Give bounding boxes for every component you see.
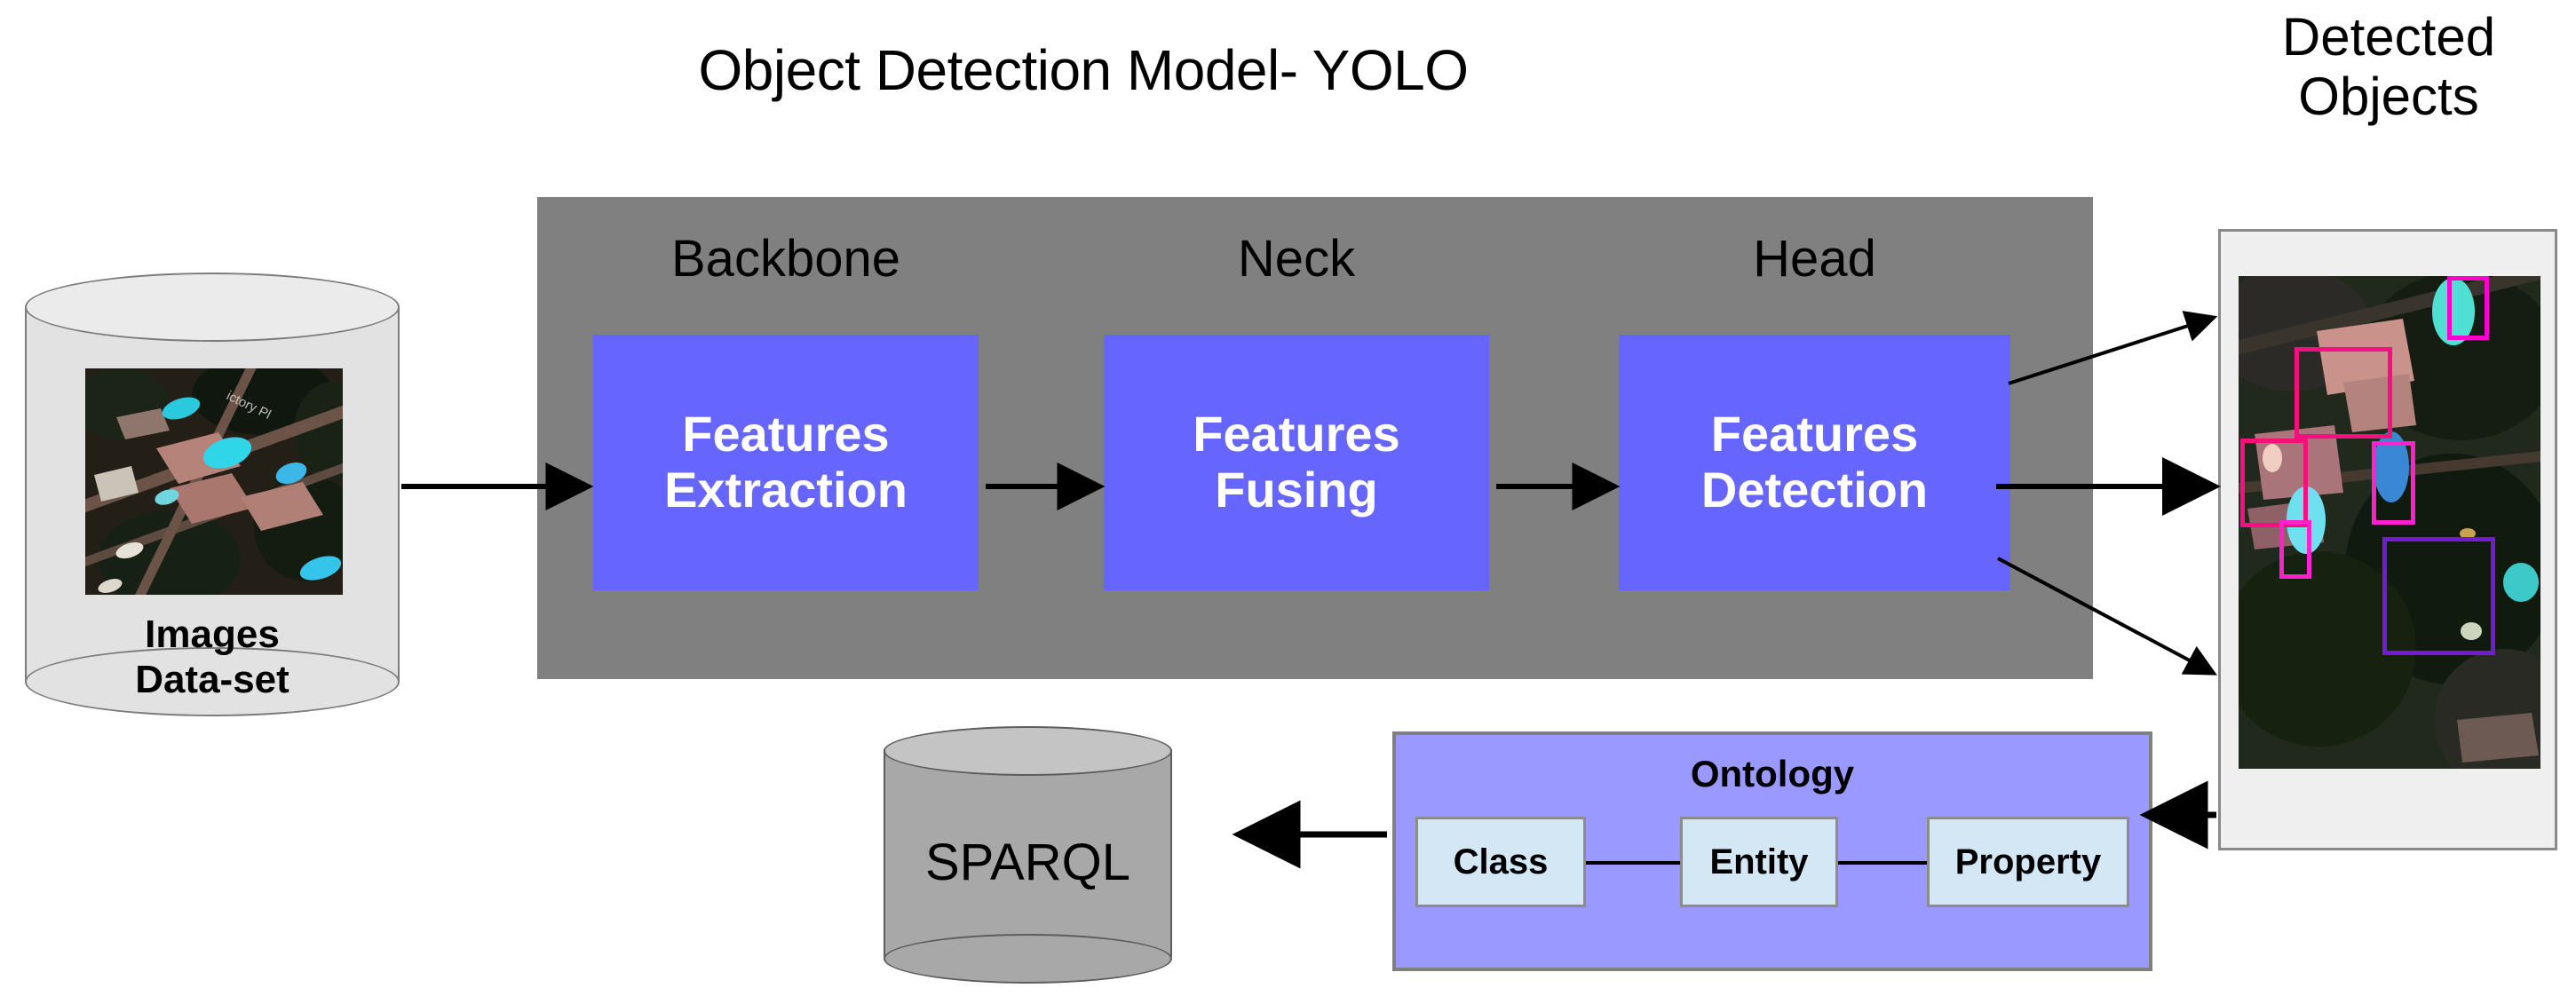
sparql-cylinder-bottom-ellipse bbox=[884, 934, 1172, 984]
ontology-node-class[interactable]: Class bbox=[1415, 817, 1586, 907]
cylinder-bottom-ellipse bbox=[25, 647, 400, 716]
sparql-label: SPARQL bbox=[924, 834, 1130, 891]
ontology-title: Ontology bbox=[1690, 753, 1855, 794]
ontology-connector-entity-property bbox=[1838, 861, 1927, 865]
detected-objects-image bbox=[2239, 276, 2540, 769]
sparql-cylinder-body bbox=[884, 749, 1172, 957]
page-title: Object Detection Model- YOLO bbox=[698, 38, 1470, 102]
dataset-thumbnail-image: ictory Pl bbox=[85, 368, 343, 595]
sparql-cylinder-top-ellipse bbox=[884, 726, 1172, 776]
ontology-box: Ontology Class Entity Property bbox=[1392, 731, 2152, 971]
bounding-box-building-top bbox=[2294, 347, 2393, 439]
stage-label-head: Head bbox=[1753, 230, 1876, 288]
bounding-box-pool-center bbox=[2371, 440, 2415, 526]
sparql-cylinder: SPARQL bbox=[884, 726, 1172, 984]
bounding-box-building-left bbox=[2239, 439, 2309, 528]
ontology-node-property[interactable]: Property bbox=[1927, 817, 2129, 907]
stage-label-backbone: Backbone bbox=[671, 230, 900, 288]
bounding-box-pool-top-right bbox=[2446, 276, 2490, 341]
detected-objects-panel bbox=[2218, 229, 2557, 850]
bounding-box-layer bbox=[2239, 276, 2540, 769]
stage-label-neck: Neck bbox=[1237, 230, 1356, 288]
ontology-connector-class-entity bbox=[1586, 861, 1680, 865]
cylinder-top-ellipse bbox=[25, 273, 400, 342]
bounding-box-vegetation-lower bbox=[2382, 537, 2495, 656]
ontology-node-entity[interactable]: Entity bbox=[1680, 817, 1838, 907]
bounding-box-pool-lower-left bbox=[2279, 519, 2311, 580]
